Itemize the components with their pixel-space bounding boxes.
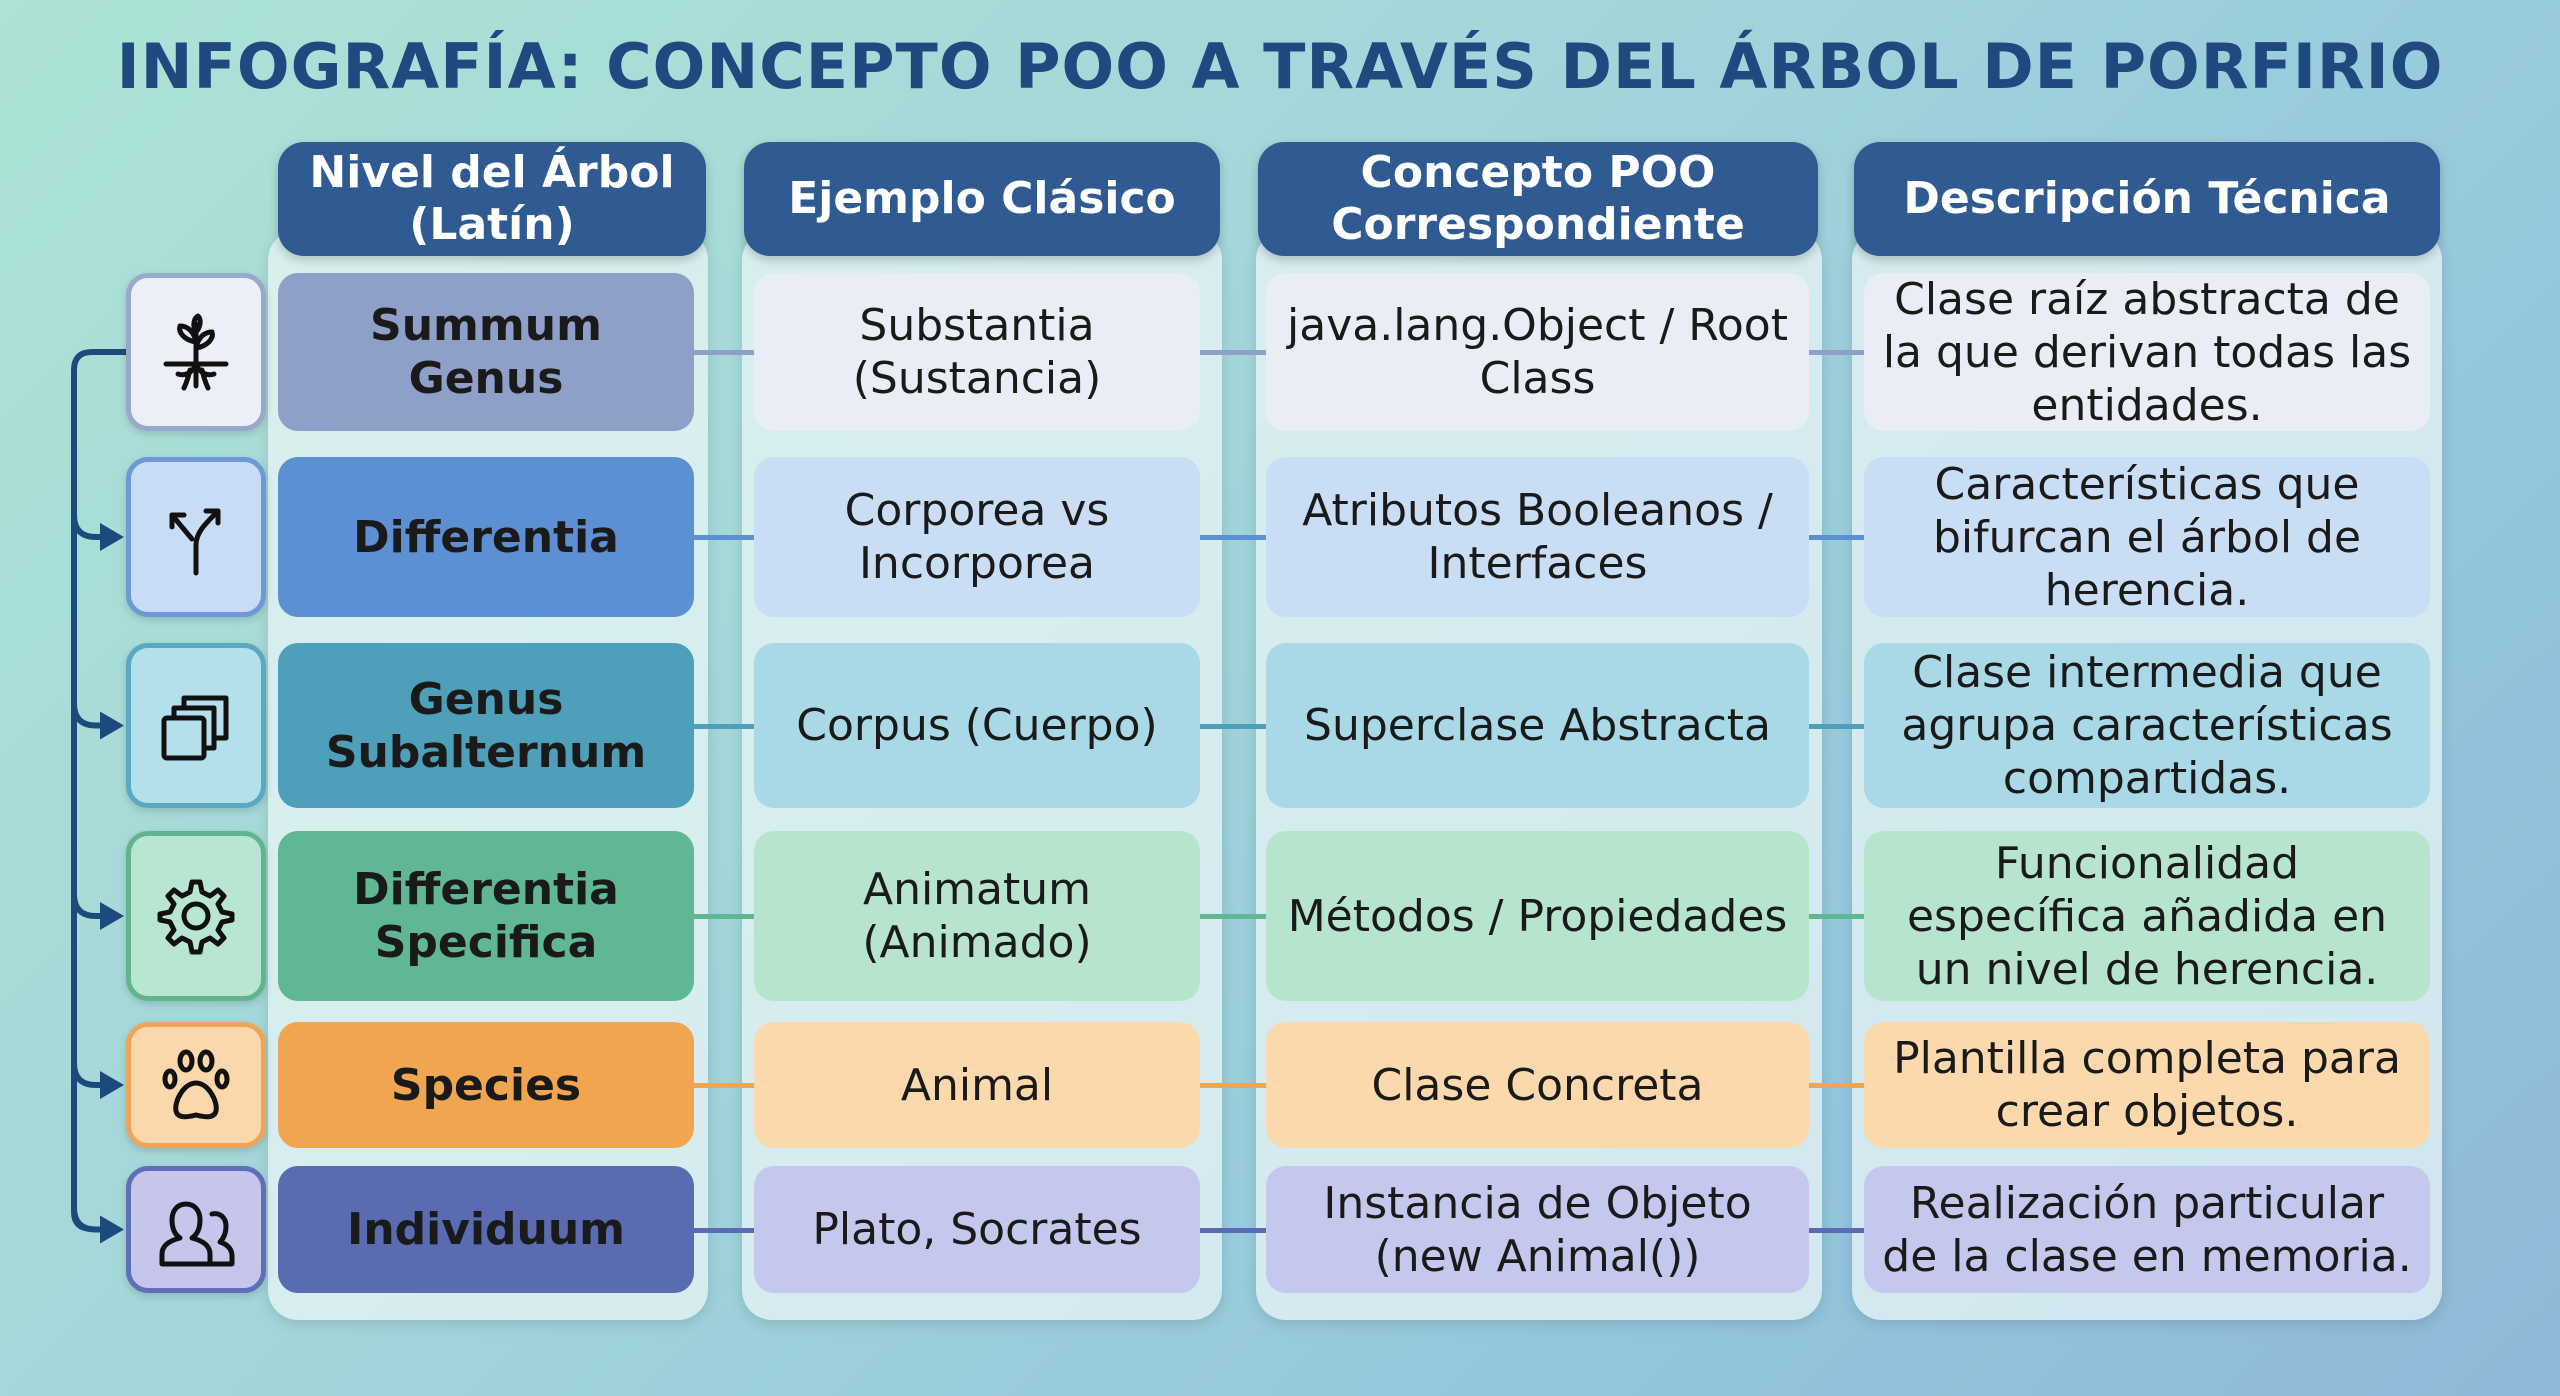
bracket-branch [71, 514, 104, 540]
example-cell: Animatum (Animado) [754, 831, 1200, 1001]
arrow-icon [100, 1215, 124, 1244]
concept-cell: java.lang.Object / Root Class [1266, 273, 1809, 431]
example-cell: Substantia (Sustancia) [754, 273, 1200, 431]
example-cell: Plato, Socrates [754, 1166, 1200, 1293]
arrow-icon [100, 711, 124, 740]
description-cell: Plantilla completa para crear objetos. [1864, 1022, 2430, 1148]
arrow-icon [100, 1071, 124, 1099]
example-cell: Corpus (Cuerpo) [754, 643, 1200, 808]
level-cell: Summum Genus [278, 273, 694, 431]
description-cell: Características que bifurcan el árbol de… [1864, 457, 2430, 617]
header-example: Ejemplo Clásico [744, 142, 1220, 256]
hierarchy-bracket [71, 349, 130, 1244]
concept-cell: Métodos / Propiedades [1266, 831, 1809, 1001]
level-cell: Species [278, 1022, 694, 1148]
gear-icon [126, 831, 266, 1001]
stacked-layers-icon [126, 643, 266, 808]
header-description: Descripción Técnica [1854, 142, 2440, 256]
concept-cell: Clase Concreta [1266, 1022, 1809, 1148]
page-title: INFOGRAFÍA: CONCEPTO POO A TRAVÉS DEL ÁR… [116, 30, 2444, 103]
bracket-branch [71, 1062, 104, 1088]
two-people-icon [126, 1166, 266, 1293]
plant-roots-icon [126, 273, 266, 431]
arrow-icon [100, 523, 124, 551]
paw-icon [126, 1022, 266, 1148]
fork-arrows-icon [126, 457, 266, 617]
bracket-branch [71, 703, 104, 729]
header-level: Nivel del Árbol (Latín) [278, 142, 706, 256]
concept-cell: Superclase Abstracta [1266, 643, 1809, 808]
bracket-branch [71, 893, 104, 919]
description-cell: Clase intermedia que agrupa característi… [1864, 643, 2430, 808]
level-cell: Differentia [278, 457, 694, 617]
bracket-branch [71, 1207, 104, 1233]
level-cell: Differentia Specifica [278, 831, 694, 1001]
description-cell: Funcionalidad específica añadida en un n… [1864, 831, 2430, 1001]
description-cell: Clase raíz abstracta de la que derivan t… [1864, 273, 2430, 431]
example-cell: Animal [754, 1022, 1200, 1148]
description-cell: Realización particular de la clase en me… [1864, 1166, 2430, 1293]
concept-cell: Atributos Booleanos / Interfaces [1266, 457, 1809, 617]
concept-cell: Instancia de Objeto (new Animal()) [1266, 1166, 1809, 1293]
arrow-icon [100, 902, 124, 930]
header-concept: Concepto POO Correspondiente [1258, 142, 1818, 256]
level-cell: Genus Subalternum [278, 643, 694, 808]
level-cell: Individuum [278, 1166, 694, 1293]
example-cell: Corporea vs Incorporea [754, 457, 1200, 617]
